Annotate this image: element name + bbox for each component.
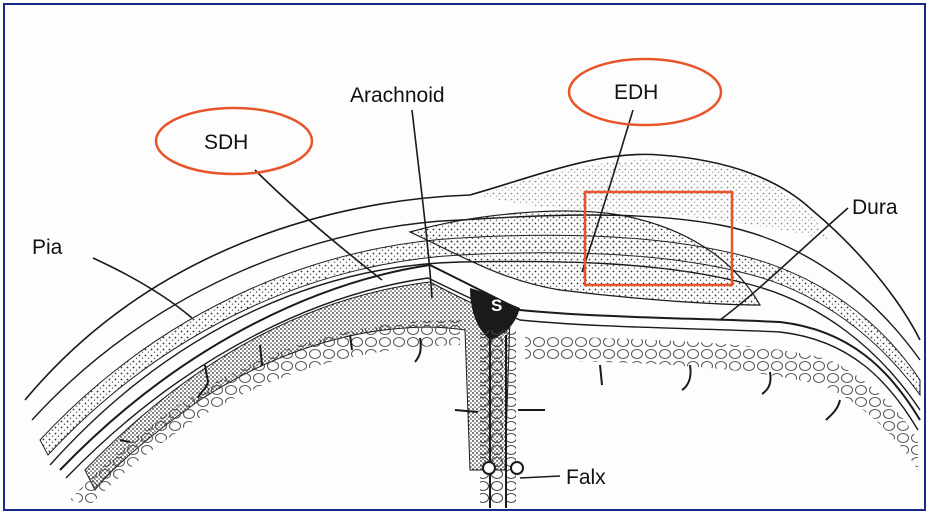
label-arachnoid: Arachnoid	[350, 84, 445, 107]
label-falx: Falx	[566, 466, 606, 489]
label-sinus: S	[491, 296, 502, 315]
label-pia: Pia	[32, 236, 63, 259]
falx	[480, 330, 523, 508]
falx-leader	[520, 476, 560, 478]
sdh-collection	[85, 282, 510, 490]
label-dura: Dura	[852, 196, 898, 219]
pia-leader	[93, 258, 192, 318]
label-edh: EDH	[614, 81, 658, 104]
arachnoid-leader	[412, 110, 432, 298]
label-sdh: SDH	[204, 131, 248, 154]
